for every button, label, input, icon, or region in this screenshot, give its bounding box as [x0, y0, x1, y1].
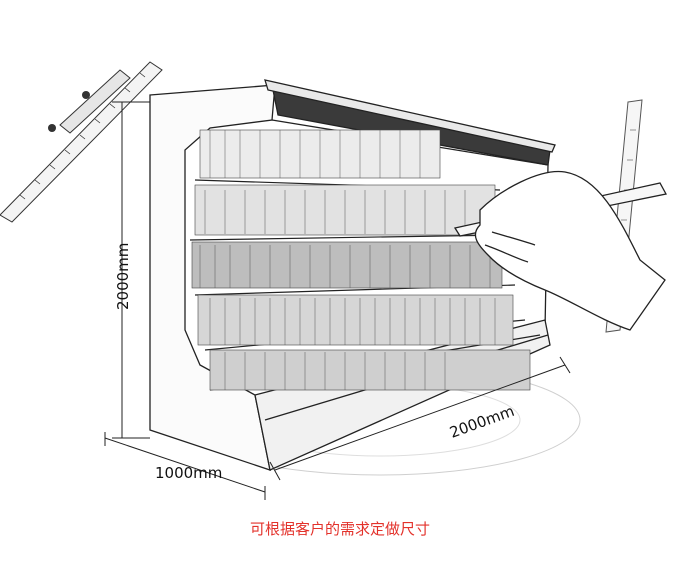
- height-dimension: [112, 101, 150, 439]
- height-dimension-label: 2000mm: [114, 243, 132, 310]
- depth-dimension-label: 1000mm: [155, 464, 222, 482]
- product-rows: [191, 129, 531, 391]
- depth-dimension: [104, 432, 266, 500]
- caption-text: 可根据客户的需求定做尺寸: [249, 520, 430, 538]
- cabinet-body: [149, 79, 556, 471]
- bottle-lines: [199, 130, 496, 390]
- width-dimension: [269, 356, 571, 481]
- hand-with-pencil: [453, 170, 667, 331]
- ruler-left: [0, 61, 163, 223]
